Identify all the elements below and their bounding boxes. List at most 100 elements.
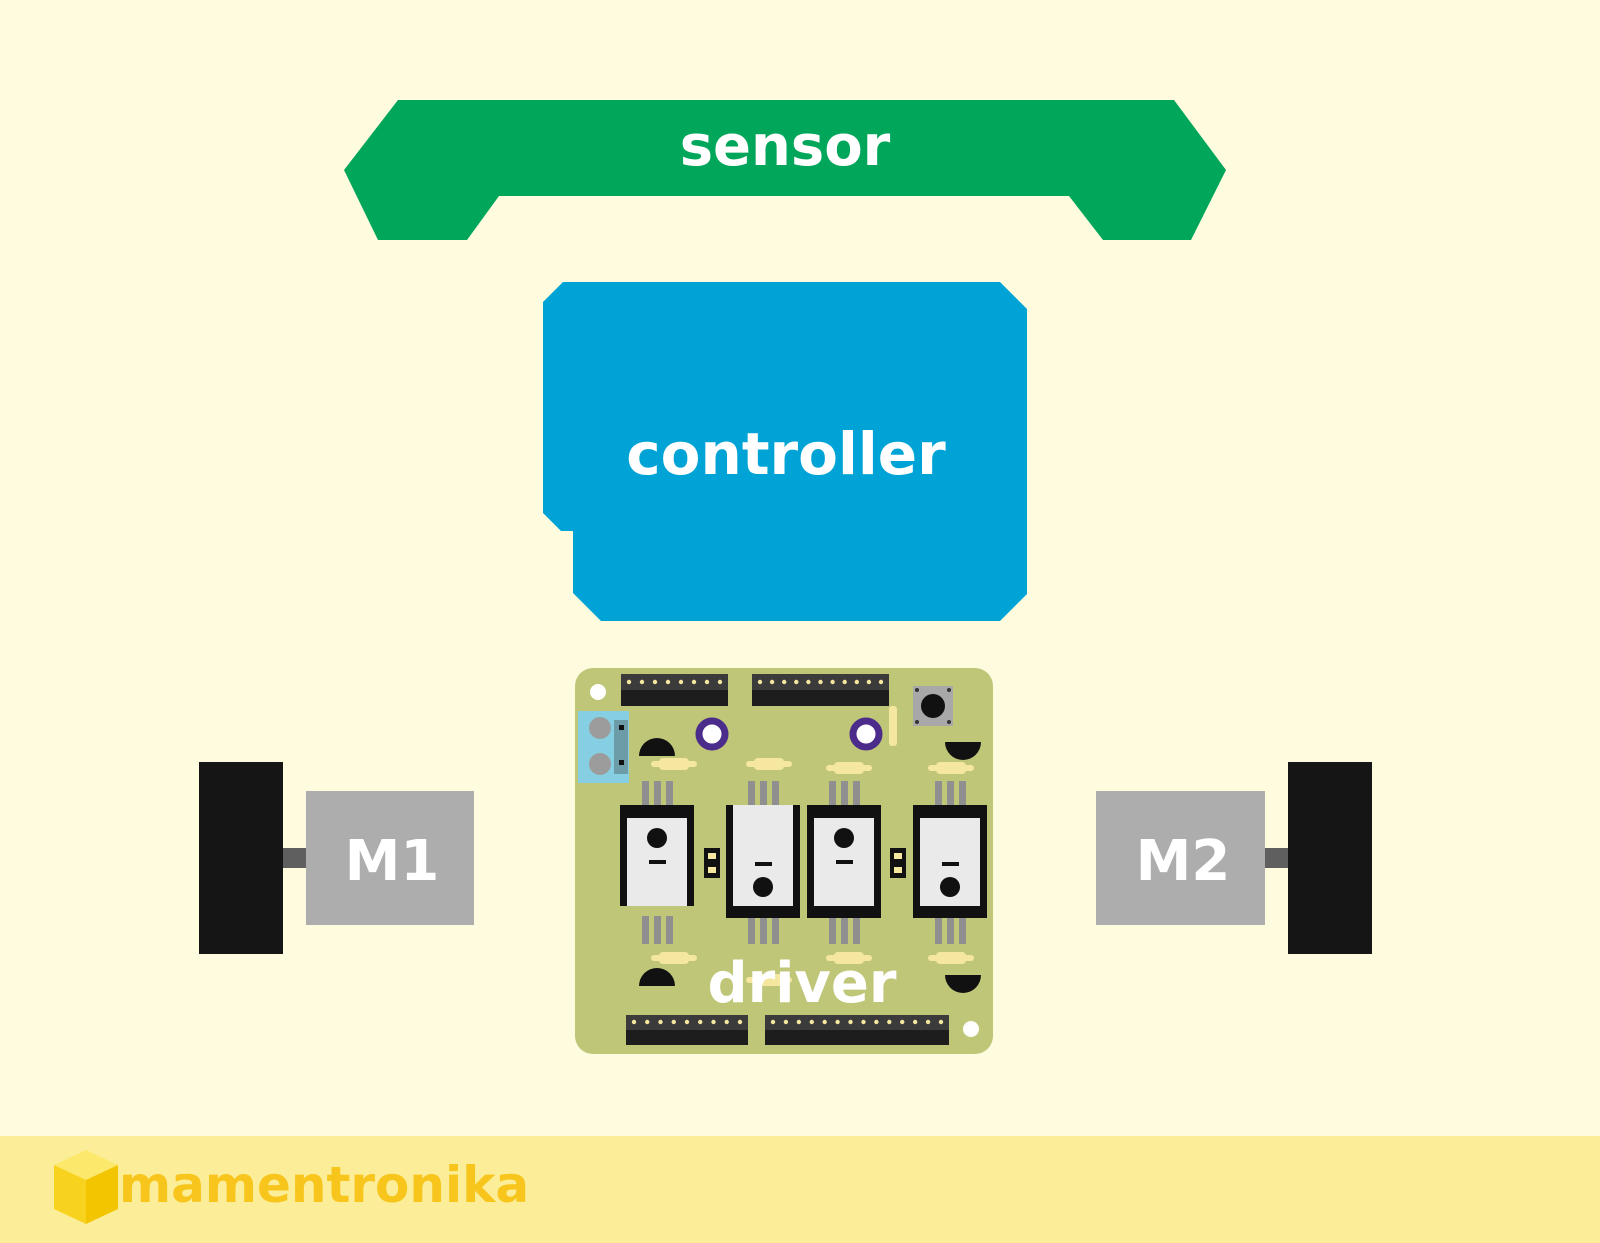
header-pin — [806, 679, 811, 685]
header-pin — [691, 679, 697, 685]
resistor-body — [754, 974, 784, 986]
header-pin — [835, 1019, 840, 1025]
header-pin — [757, 679, 763, 685]
mosfet-leg — [642, 781, 649, 807]
transistor — [945, 975, 981, 993]
driver-board: driver — [575, 668, 993, 1054]
mosfet — [620, 805, 694, 906]
mosfet — [726, 805, 800, 918]
transistor — [945, 742, 981, 760]
footer: mamentronika — [0, 1136, 1600, 1243]
mosfet-leg — [654, 916, 661, 944]
header-pin — [704, 679, 710, 685]
sensor-label: sensor — [680, 114, 891, 179]
header-pin — [842, 679, 847, 685]
sensor-block: sensor — [344, 100, 1226, 240]
footer-band — [0, 1136, 1600, 1243]
resistor-body — [834, 762, 864, 774]
mount-hole — [963, 1021, 979, 1037]
header-pins — [626, 679, 944, 1025]
motor-m2-label: M2 — [1136, 829, 1231, 894]
mosfet-leg — [666, 916, 673, 944]
cube-logo-icon — [54, 1150, 118, 1224]
mosfet-leg — [748, 916, 755, 944]
left-axle — [283, 848, 306, 868]
header-pin — [631, 1019, 637, 1025]
header-pin — [874, 1019, 879, 1025]
reset-button — [913, 686, 953, 726]
mosfet — [913, 805, 987, 918]
mosfet-leg — [935, 781, 942, 807]
mosfet-leg — [666, 781, 673, 807]
header-pin — [925, 1019, 931, 1025]
motor-m1 — [306, 791, 474, 925]
header-pin — [848, 1019, 853, 1025]
header-top-right — [752, 674, 889, 706]
mosfet-leg — [947, 781, 954, 807]
resistor — [889, 706, 897, 746]
resistor-body — [659, 952, 689, 964]
diode — [704, 848, 720, 878]
controller-shape — [543, 282, 1027, 621]
header-pin — [698, 1019, 703, 1025]
header-pin — [770, 1019, 776, 1025]
mosfet-leg — [841, 916, 848, 944]
header-bottom-left — [626, 1015, 748, 1045]
resistor-body — [659, 758, 689, 770]
header-pin — [711, 1019, 716, 1025]
mosfet-leg — [748, 781, 755, 807]
resistor-body — [834, 952, 864, 964]
header-pin — [887, 1019, 892, 1025]
mosfet-leg — [772, 916, 779, 944]
mosfet-leg — [760, 781, 767, 807]
header-pin — [809, 1019, 814, 1025]
header-top-left — [621, 674, 728, 706]
mosfet-leg — [642, 916, 649, 944]
mosfet-leg — [841, 781, 848, 807]
left-drive: M1 — [199, 762, 474, 954]
controller-block: controller — [543, 282, 1027, 621]
mosfet-leg — [959, 916, 966, 944]
left-wheel — [199, 762, 283, 954]
header-pin — [861, 1019, 866, 1025]
header-pin — [818, 679, 823, 685]
resistors — [651, 706, 974, 986]
driver-label: driver — [708, 951, 897, 1016]
header-pin — [724, 1019, 729, 1025]
header-bottom-right — [765, 1015, 949, 1045]
header-pin — [783, 1019, 789, 1025]
transistor — [639, 968, 675, 986]
header-pin — [671, 1019, 676, 1025]
header-pin — [830, 679, 835, 685]
header-pin — [782, 679, 787, 685]
header-pin — [822, 1019, 827, 1025]
capacitor — [695, 717, 729, 751]
header-pin — [900, 1019, 905, 1025]
controller-label: controller — [626, 420, 946, 488]
header-pin — [665, 679, 671, 685]
mosfet-leg — [959, 781, 966, 807]
resistor-body — [936, 762, 966, 774]
mosfet-leg — [947, 916, 954, 944]
mosfet-leg — [853, 916, 860, 944]
brand-name: mamentronika — [119, 1156, 529, 1214]
header-pin — [678, 679, 684, 685]
right-wheel — [1288, 762, 1372, 954]
header-pin — [639, 679, 645, 685]
header-pin — [912, 1019, 918, 1025]
mount-hole — [590, 684, 606, 700]
screw-terminal — [578, 711, 629, 783]
mosfet-leg — [829, 916, 836, 944]
mosfet-leg — [760, 916, 767, 944]
right-drive: M2 — [1096, 762, 1372, 954]
header-pin — [866, 679, 872, 685]
header-pin — [645, 1019, 650, 1025]
motor-m1-label: M1 — [345, 829, 440, 894]
mosfet-leg — [772, 781, 779, 807]
header-pin — [938, 1019, 944, 1025]
resistor-body — [754, 758, 784, 770]
motor-m2 — [1096, 791, 1265, 925]
right-axle — [1265, 848, 1288, 868]
mosfet — [807, 805, 881, 918]
header-pin — [794, 679, 799, 685]
